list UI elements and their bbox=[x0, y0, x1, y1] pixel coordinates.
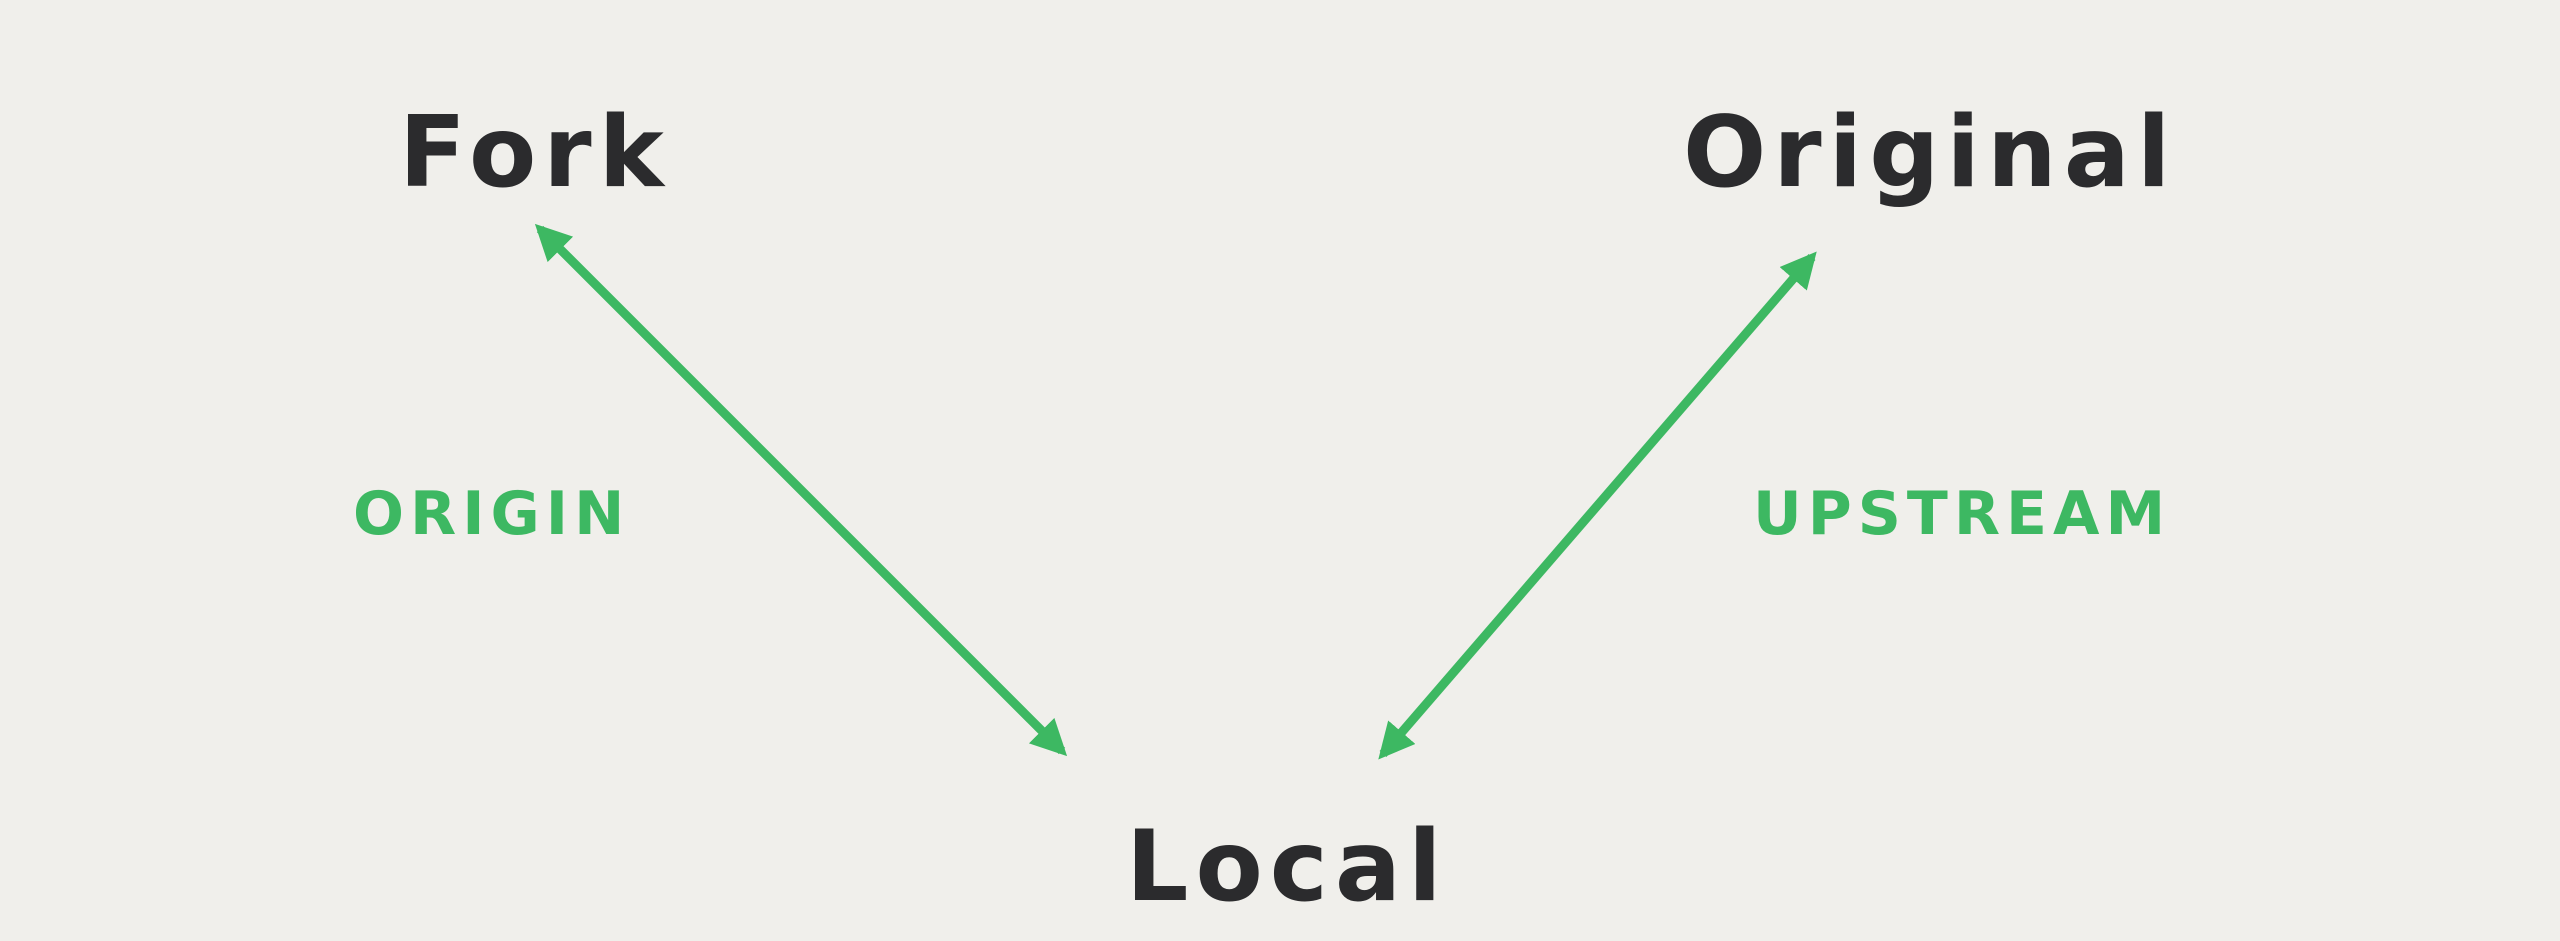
local-node-label: Local bbox=[1126, 810, 1449, 924]
origin-arrow bbox=[534, 223, 1068, 757]
fork-node-label: Fork bbox=[399, 96, 671, 210]
upstream-edge-label: UPSTREAM bbox=[1753, 479, 2172, 549]
origin-edge-label: ORIGIN bbox=[353, 479, 631, 549]
original-node-label: Original bbox=[1683, 96, 2178, 210]
upstream-arrow bbox=[1378, 251, 1817, 760]
